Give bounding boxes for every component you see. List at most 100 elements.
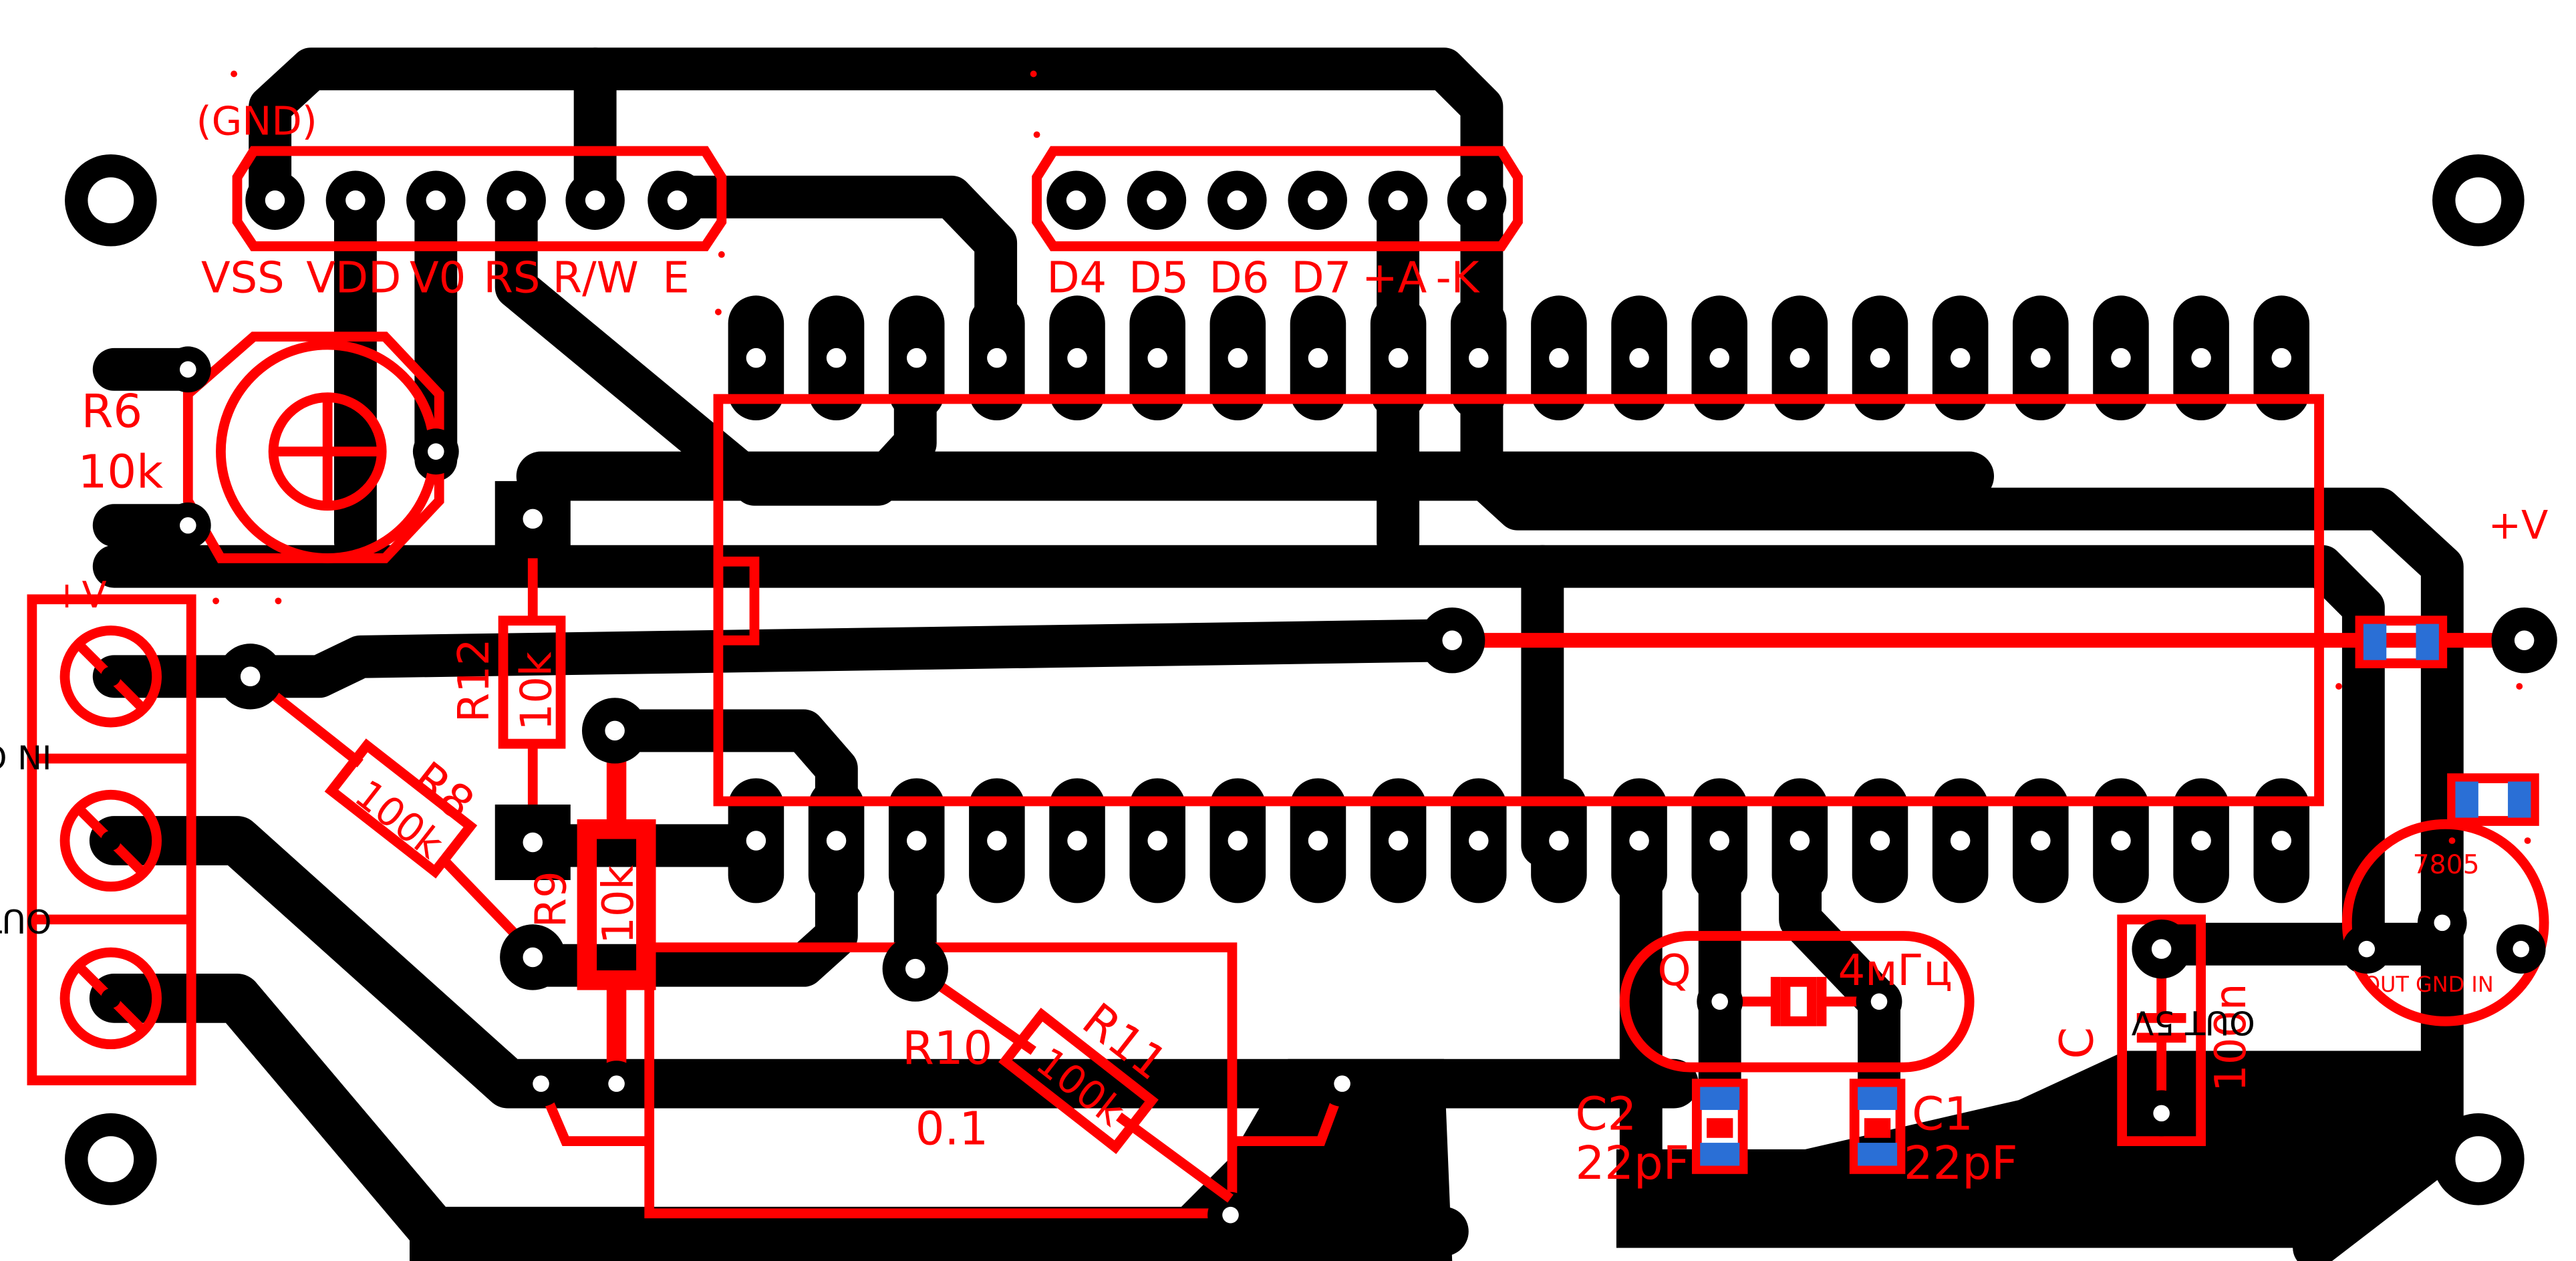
regulator-pins: OUT GND IN — [2364, 972, 2494, 997]
mcu-pad-hole — [1308, 831, 1328, 851]
c2-value: 22pF — [1575, 1137, 1689, 1190]
mcu-pad-hole — [1549, 347, 1569, 368]
c1-value: 22pF — [1904, 1137, 2018, 1190]
r12-value: 10k — [512, 652, 561, 730]
mcu-pad-hole — [826, 347, 847, 368]
c1-name: C1 — [1912, 1087, 1973, 1141]
mcu-pad-hole — [1388, 831, 1409, 851]
mcu-pad-hole — [1228, 831, 1248, 851]
mcu-pad-hole — [2191, 347, 2211, 368]
mcu-pad-hole — [1549, 831, 1569, 851]
mcu-dip-bottom-row — [728, 778, 2310, 903]
lcd-header-right — [1032, 146, 1523, 251]
pin-label: D6 — [1209, 253, 1270, 303]
r10-value: 0.1 — [915, 1103, 988, 1156]
pin-label: V0 — [410, 253, 466, 303]
c2-name: C2 — [1575, 1087, 1636, 1141]
pin-label: D4 — [1046, 253, 1107, 303]
mcu-pad-hole — [1147, 347, 1167, 368]
pin-label: +A — [1362, 253, 1427, 303]
smd-capacitor-c1 — [1849, 1079, 1906, 1174]
mcu-pad-hole — [987, 347, 1007, 368]
mcu-pad-hole — [1950, 831, 1971, 851]
jumper-wire — [1419, 607, 2557, 674]
mcu-pad-hole — [1469, 347, 1489, 368]
pin-label: VDD — [306, 253, 401, 303]
mcu-notch — [713, 556, 760, 646]
pin-label: VSS — [201, 253, 285, 303]
quartz-value: 4мГц — [1838, 946, 1953, 996]
mcu-pad-hole — [1147, 831, 1167, 851]
c-name: C — [2050, 1027, 2104, 1059]
smd-capacitor-c2 — [1691, 1079, 1748, 1174]
mounting-holes — [65, 154, 2525, 1206]
mcu-pad-hole — [1067, 347, 1087, 368]
lcd-header-left — [232, 146, 727, 251]
mcu-pad-hole — [1950, 347, 1971, 368]
smd-capacitor-right-top — [2355, 615, 2448, 669]
voltage-regulator-7805 — [2341, 819, 2549, 1026]
terminal-vplus-label: +V — [51, 574, 106, 616]
mcu-pad-hole — [1308, 347, 1328, 368]
mcu-pad-hole — [1388, 347, 1409, 368]
r9-value: 10k — [594, 865, 643, 944]
pin-label: D5 — [1129, 253, 1189, 303]
gnd-label: GND — [2269, 1176, 2344, 1215]
r10-name: R10 — [902, 1022, 992, 1075]
mcu-pad-hole — [1790, 831, 1810, 851]
pin-label: D7 — [1291, 253, 1351, 303]
mcu-pad-hole — [1790, 347, 1810, 368]
mcu-pad-hole — [1469, 831, 1489, 851]
resistor-r11-body — [882, 936, 1234, 1203]
pin-label: -K — [1436, 253, 1481, 303]
mcu-pad-hole — [2111, 831, 2131, 851]
pin-label: RS — [484, 253, 541, 303]
mcu-pad-hole — [2031, 831, 2051, 851]
resistor-r8-body — [217, 644, 566, 990]
r6-value: 10k — [78, 446, 164, 499]
terminal-in-gnd-label: IN GND — [0, 737, 51, 776]
mcu-pad-hole — [987, 831, 1007, 851]
c-value: 100n — [2206, 984, 2256, 1092]
mcu-pad-hole — [1067, 831, 1087, 851]
pin-label: E — [662, 253, 689, 303]
pin-label: R/W — [553, 253, 639, 303]
screw-terminal — [27, 594, 196, 1086]
mcu-pad-hole — [906, 831, 927, 851]
mcu-pad-hole — [2031, 347, 2051, 368]
mcu-pad-hole — [2271, 831, 2291, 851]
smd-capacitor-right-mid — [2447, 773, 2539, 826]
r12-name: R12 — [450, 638, 499, 722]
mcu-pad-hole — [1870, 831, 1890, 851]
mcu-pad-hole — [2111, 347, 2131, 368]
trimmer-r6 — [164, 331, 459, 563]
capacitor-c — [2117, 914, 2206, 1147]
mcu-pad-hole — [1629, 831, 1649, 851]
mcu-dip-top-row — [728, 295, 2310, 420]
regulator-name: 7805 — [2413, 850, 2480, 880]
r6-name: R6 — [82, 385, 143, 438]
gnd-pour-bottom-right — [1616, 1050, 2430, 1248]
lcd-pin-labels-right: D4 D5 D6 D7 +A -K — [1046, 253, 1480, 303]
lcd-pin-labels-left: VSS VDD V0 RS R/W E — [201, 253, 690, 303]
silk-dots — [212, 70, 2531, 844]
quartz-name: Q — [1657, 946, 1691, 996]
terminal-out-gnd-label: OUT GND — [0, 901, 51, 940]
mcu-pad-hole — [1228, 347, 1248, 368]
mcu-pad-hole — [1629, 347, 1649, 368]
mcu-pad-hole — [2271, 347, 2291, 368]
terminal-vplus-right-label: +V — [2488, 502, 2549, 548]
mcu-pad-hole — [906, 347, 927, 368]
mcu-pad-hole — [746, 831, 766, 851]
mcu-pad-hole — [826, 831, 847, 851]
mcu-pad-hole — [1709, 347, 1729, 368]
gnd-header-label: (GND) — [196, 98, 317, 144]
mcu-pad-hole — [1870, 347, 1890, 368]
out-5v-label: OUT 5V — [2131, 1004, 2255, 1042]
mcu-pad-hole — [746, 347, 766, 368]
resistor-r10-shunt — [518, 942, 1365, 1238]
quartz-crystal — [1619, 931, 1975, 1073]
mcu-pad-hole — [1709, 831, 1729, 851]
r9-name: R9 — [527, 871, 576, 928]
